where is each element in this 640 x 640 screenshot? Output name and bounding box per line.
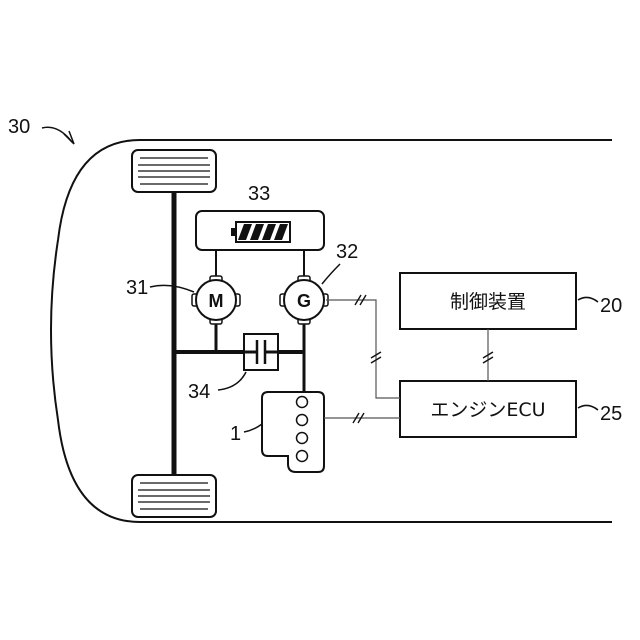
ref-controller: 20 [600, 295, 622, 317]
ref-controller-leader [578, 297, 598, 302]
ref-clutch: 34 [188, 381, 210, 403]
ref-vehicle-arrow [42, 127, 72, 142]
clutch [244, 334, 278, 370]
controller-label: 制御装置 [450, 291, 526, 313]
ref-engine-ecu: 25 [600, 403, 622, 425]
engine-ecu-label: エンジンECU [430, 399, 545, 421]
ref-generator-leader [322, 264, 340, 284]
ref-clutch-leader [218, 372, 246, 390]
ref-engine-ecu-leader [578, 405, 598, 410]
battery [196, 211, 324, 250]
ref-vehicle: 30 [8, 116, 30, 138]
ref-battery: 33 [248, 183, 270, 205]
motor-label: M [209, 291, 224, 311]
ref-motor: 31 [126, 277, 148, 299]
ref-generator: 32 [336, 241, 358, 263]
engine [262, 392, 324, 472]
vehicle-body-outline [51, 140, 612, 522]
ref-engine: 1 [230, 423, 241, 445]
front-wheel [132, 150, 216, 192]
rear-wheel [132, 475, 216, 517]
ref-engine-leader [244, 424, 262, 432]
generator-label: G [297, 291, 311, 311]
